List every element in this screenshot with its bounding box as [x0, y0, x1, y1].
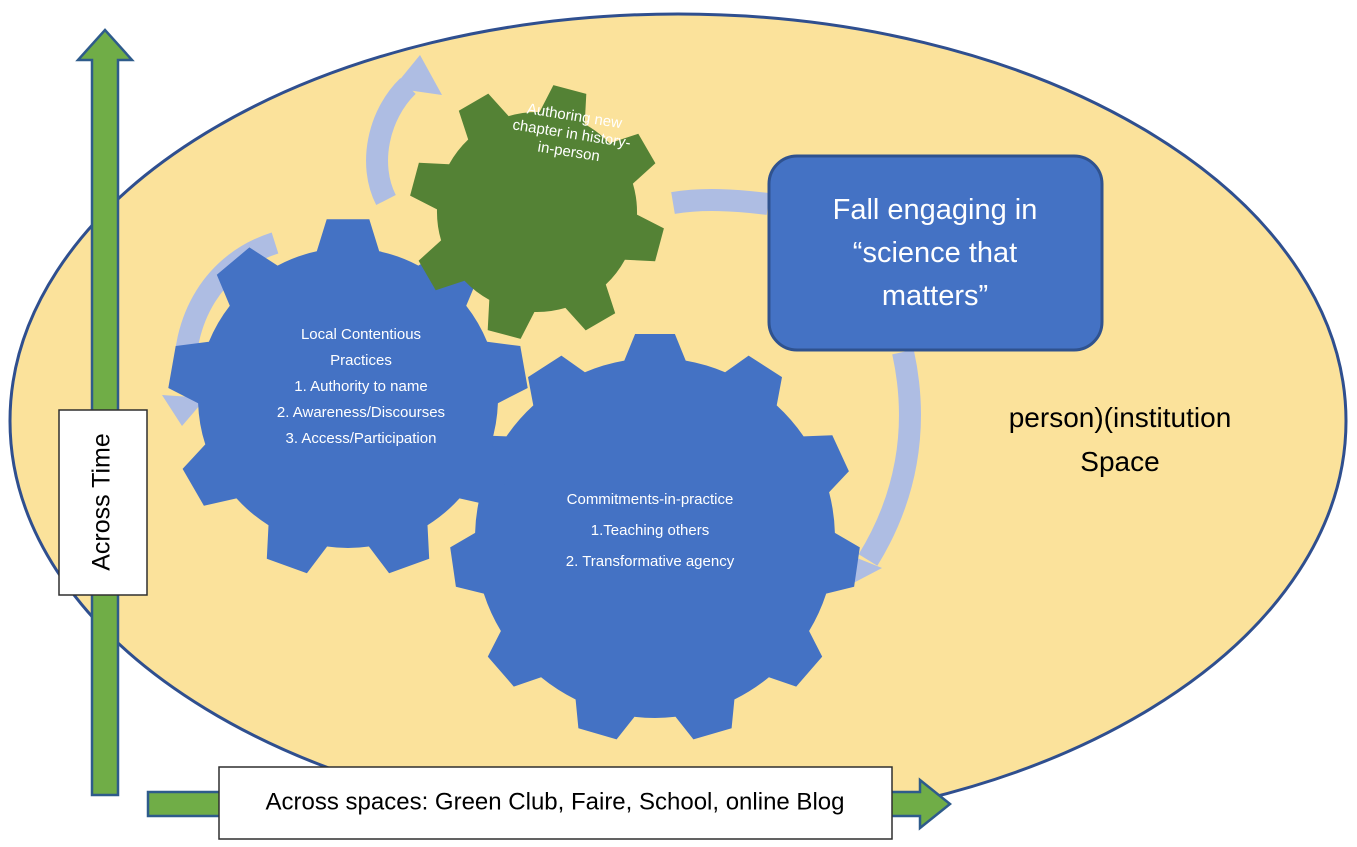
local-line: Local Contentious	[300, 326, 422, 343]
callout-line: matters”	[881, 280, 989, 312]
commitments-line: 1.Teaching others	[590, 522, 710, 539]
time-label-box	[58, 409, 148, 596]
curved-arrow-icon	[366, 78, 416, 206]
callout-text: Fall engaging in “science that matters”	[775, 189, 1095, 318]
curved-arrow-icon	[671, 189, 770, 215]
gear-commitments	[450, 334, 860, 740]
commitments-line: Commitments-in-practice	[566, 491, 734, 508]
commitments-gear-label: Commitments-in-practice 1.Teaching other…	[530, 484, 770, 577]
callout-box	[767, 154, 1104, 352]
local-gear-label: Local Contentious Practices 1. Authority…	[246, 322, 476, 452]
curved-arrow-icon	[162, 395, 206, 426]
local-line: 2. Awareness/Discourses	[276, 404, 446, 421]
spaces-label: Across spaces: Green Club, Faire, School…	[266, 788, 845, 815]
spaces-label-box	[218, 766, 893, 840]
gear-local-practices	[168, 219, 528, 574]
local-line: Practices	[330, 352, 392, 369]
curved-arrow-icon	[393, 55, 442, 95]
commitments-line: 2. Transformative agency	[565, 553, 735, 570]
callout-line: “science that	[852, 237, 1018, 269]
local-line: 3. Access/Participation	[285, 430, 437, 447]
callout-line: Fall engaging in	[832, 194, 1038, 226]
space-label-line: person)(institution	[1008, 402, 1232, 433]
local-line: 1. Authority to name	[294, 378, 428, 395]
space-label: person)(institution Space	[970, 396, 1270, 484]
space-label-line: Space	[1080, 446, 1160, 477]
time-label: Across Time	[88, 433, 116, 571]
curved-arrow-icon	[858, 349, 921, 566]
gear-authoring	[410, 85, 664, 339]
